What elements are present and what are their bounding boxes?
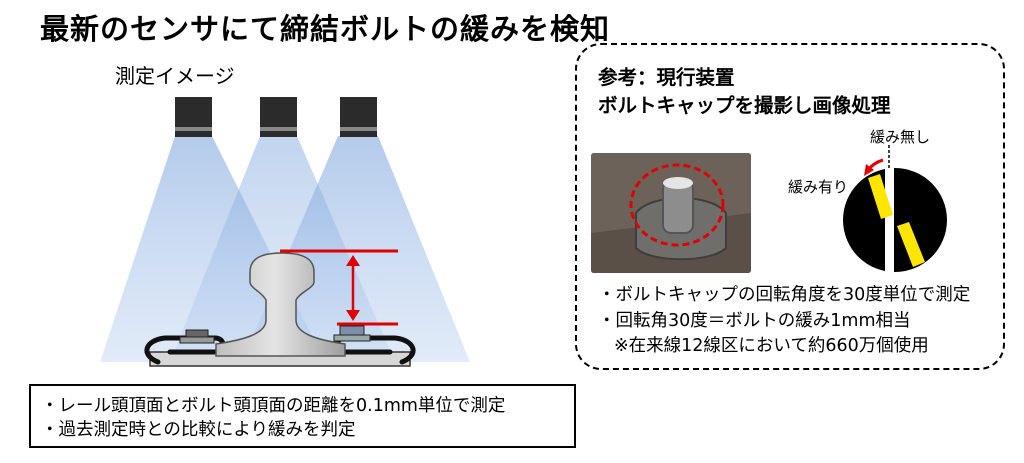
reference-heading-line1: 参考：現行装置 — [598, 66, 735, 89]
left-note-2: ・過去測定時との比較により緩みを判定 — [41, 420, 356, 440]
reference-notes: ・ボルトキャップの回転角度を30度単位で測定 ・回転角30度＝ボルトの緩み1mm… — [598, 283, 970, 360]
bolt-cap-photo — [591, 153, 751, 273]
bolt-cap-reference-slot — [885, 168, 894, 272]
rotation-arrow-head — [864, 164, 874, 176]
bolt-right — [333, 325, 371, 342]
bolt-left — [179, 329, 215, 344]
bolt-cap-loose-mark-bottom — [897, 222, 925, 267]
bolt-cap-diagram — [843, 168, 947, 272]
label-loosening: 緩み有り — [788, 178, 849, 196]
reference-heading: 参考：現行装置 ボルトキャップを撮影し画像処理 — [598, 64, 891, 120]
distance-arrow-head-top — [346, 255, 360, 266]
photo-red-circle — [629, 163, 725, 247]
sensor-right — [340, 97, 377, 137]
left-notes-box: ・レール頭頂面とボルト頭頂面の距離を0.1mm単位で測定 ・過去測定時との比較に… — [29, 384, 576, 448]
reference-note-2: ・回転角30度＝ボルトの緩み1mm相当 — [598, 310, 911, 331]
measurement-image-label: 測定イメージ — [115, 64, 235, 88]
rail — [215, 252, 346, 357]
reference-note-1: ・ボルトキャップの回転角度を30度単位で測定 — [598, 285, 971, 305]
bolt-cap-photo-drawing — [591, 153, 751, 273]
label-no-loosening: 緩み無し — [870, 128, 931, 146]
sensor-beam-right — [242, 136, 470, 362]
left-note-1: ・レール頭頂面とボルト頭頂面の距離を0.1mm単位で測定 — [41, 396, 506, 416]
distance-arrow-head-bottom — [346, 310, 360, 321]
sensor-center — [260, 97, 297, 137]
reference-heading-line2: ボルトキャップを撮影し画像処理 — [598, 94, 891, 117]
page-title: 最新のセンサにて締結ボルトの緩みを検知 — [40, 12, 611, 46]
reference-note-3: ※在来線12線区において約660万個使用 — [614, 336, 929, 356]
bolt-cap-loose-mark-top — [868, 174, 893, 219]
reference-box — [575, 43, 1005, 370]
sensor-left — [175, 97, 212, 137]
